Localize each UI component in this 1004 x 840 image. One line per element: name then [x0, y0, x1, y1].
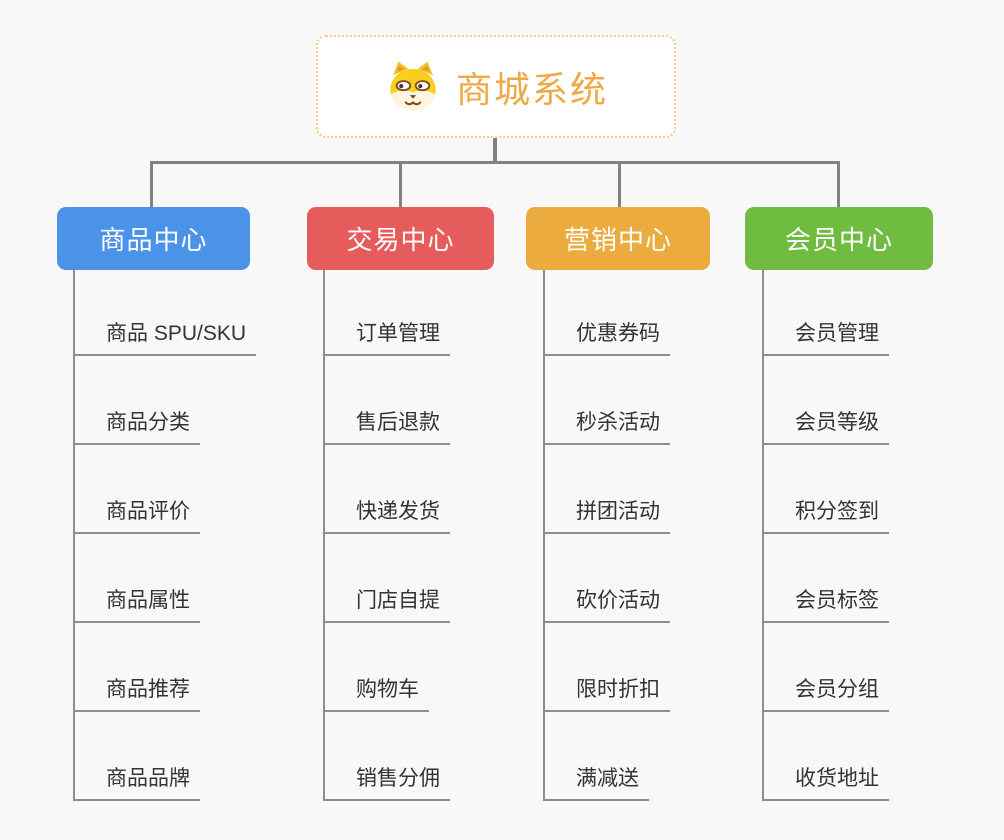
leaf-node[interactable]: 快递发货: [323, 498, 450, 534]
root-node[interactable]: 商城系统: [316, 35, 676, 138]
leaf-node[interactable]: 门店自提: [323, 587, 450, 623]
leaf-node[interactable]: 会员标签: [762, 587, 889, 623]
trunk-member-center: [762, 270, 764, 801]
leaf-node[interactable]: 商品属性: [73, 587, 200, 623]
branch-header-marketing-center[interactable]: 营销中心: [526, 207, 710, 270]
connector-stub-products: [150, 161, 153, 208]
leaf-node[interactable]: 会员分组: [762, 676, 889, 712]
trunk-trade-center: [323, 270, 325, 801]
leaf-node[interactable]: 会员等级: [762, 409, 889, 445]
leaf-node[interactable]: 收货地址: [762, 765, 889, 801]
connector-stub-marketing: [618, 161, 621, 208]
trunk-product-center: [73, 270, 75, 801]
leaf-node[interactable]: 订单管理: [323, 320, 450, 356]
branch-header-trade-center[interactable]: 交易中心: [307, 207, 494, 270]
connector-root-stub: [493, 138, 497, 162]
leaf-node[interactable]: 秒杀活动: [543, 409, 670, 445]
shiba-dog-icon: [384, 61, 442, 113]
branch-header-member-center[interactable]: 会员中心: [745, 207, 933, 270]
leaf-node[interactable]: 商品推荐: [73, 676, 200, 712]
root-title: 商城系统: [455, 68, 608, 110]
leaf-node[interactable]: 售后退款: [323, 409, 450, 445]
leaf-node[interactable]: 商品评价: [73, 498, 200, 534]
connector-horizontal: [150, 161, 840, 164]
leaf-node[interactable]: 积分签到: [762, 498, 889, 534]
leaf-node[interactable]: 砍价活动: [543, 587, 670, 623]
leaf-node[interactable]: 拼团活动: [543, 498, 670, 534]
leaf-node[interactable]: 商品分类: [73, 409, 200, 445]
trunk-marketing-center: [543, 270, 545, 801]
leaf-node[interactable]: 会员管理: [762, 320, 889, 356]
connector-stub-members: [837, 161, 840, 208]
leaf-node[interactable]: 销售分佣: [323, 765, 450, 801]
leaf-node[interactable]: 购物车: [323, 676, 429, 712]
leaf-node[interactable]: 满减送: [543, 765, 649, 801]
leaf-node[interactable]: 优惠券码: [543, 320, 670, 356]
leaf-node[interactable]: 限时折扣: [543, 676, 670, 712]
leaf-node[interactable]: 商品 SPU/SKU: [73, 320, 257, 356]
leaf-node[interactable]: 商品品牌: [73, 765, 200, 801]
branch-header-product-center[interactable]: 商品中心: [57, 207, 250, 270]
connector-stub-trade: [399, 161, 402, 208]
